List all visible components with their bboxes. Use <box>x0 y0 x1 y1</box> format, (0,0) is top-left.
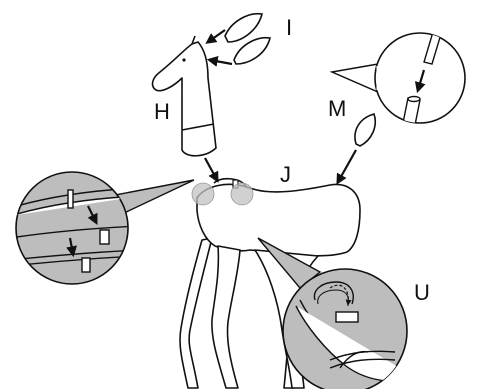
ear-pieces-part-i <box>225 14 270 64</box>
label-part-u: U <box>414 282 430 304</box>
head-eye <box>182 58 185 61</box>
deer-head-part-h <box>153 36 216 156</box>
label-part-i: I <box>286 17 292 39</box>
tail-piece-part-m <box>355 114 375 146</box>
highlight-dot-right <box>231 183 253 205</box>
label-part-m: M <box>328 98 346 120</box>
label-part-j: J <box>280 164 291 186</box>
label-part-h: H <box>154 101 170 123</box>
callout-shoulder-detail <box>10 172 194 284</box>
highlight-dot-left <box>192 183 214 205</box>
callout-tail-detail <box>332 22 465 130</box>
